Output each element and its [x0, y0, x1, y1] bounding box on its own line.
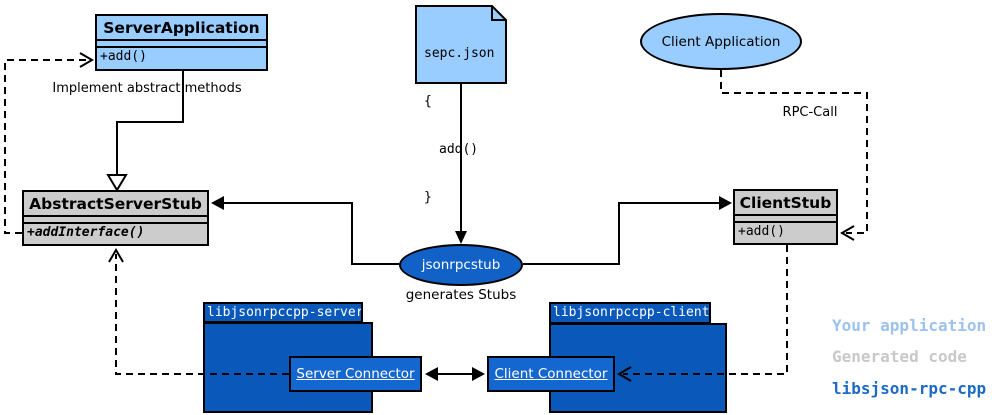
client-stub-title: ClientStub	[739, 194, 832, 212]
client-stub-attributes	[735, 214, 836, 221]
client-connector-box: Client Connector	[487, 356, 615, 392]
stubgen-to-clientstub-arrow	[523, 196, 732, 265]
note-line-open-brace: {	[424, 94, 432, 109]
abstract-server-stub-title: AbstractServerStub	[29, 195, 202, 213]
server-application-attributes	[97, 39, 266, 46]
note-line-close-brace: }	[424, 190, 432, 205]
implement-abstract-methods-label: Implement abstract methods	[52, 81, 242, 96]
jsonrpcstub-ellipse: jsonrpcstub	[399, 244, 523, 286]
legend-generated-code: Generated code	[832, 347, 967, 366]
stubgen-to-serverstub-arrow	[211, 196, 399, 265]
jsonrpcstub-label: jsonrpcstub	[421, 257, 501, 273]
client-stub-method: +add()	[735, 221, 836, 241]
client-stub-class: ClientStub +add()	[733, 189, 838, 245]
rpc-call-label: RPC-Call	[782, 105, 838, 120]
spec-json-note-text: sepc.json { add() }	[424, 14, 494, 238]
server-connector-label: Server Connector	[296, 366, 415, 382]
server-application-class: ServerApplication +add()	[95, 14, 268, 71]
legend-libjson-rpc-cpp: libsjson-rpc-cpp	[832, 379, 987, 398]
abstract-server-stub-class: AbstractServerStub +addInterface()	[22, 190, 209, 246]
server-application-title: ServerApplication	[103, 19, 260, 37]
abstract-server-stub-method: +addInterface()	[24, 222, 207, 242]
client-application-ellipse: Client Application	[640, 13, 802, 70]
abstract-server-stub-attributes	[24, 215, 207, 222]
server-application-method: +add()	[97, 46, 266, 66]
server-connector-box: Server Connector	[289, 356, 422, 392]
legend-your-application: Your application	[832, 316, 987, 335]
note-line-filename: sepc.json	[424, 46, 495, 61]
package-client-tab: libjsonrpccpp-client	[549, 302, 711, 324]
client-connector-label: Client Connector	[494, 366, 608, 382]
connector-double-arrow	[425, 367, 485, 381]
client-application-label: Client Application	[661, 33, 781, 50]
generates-stubs-label: generates Stubs	[405, 287, 517, 303]
package-server-tab: libjsonrpccpp-server	[203, 302, 363, 323]
note-line-add: add()	[439, 142, 479, 157]
